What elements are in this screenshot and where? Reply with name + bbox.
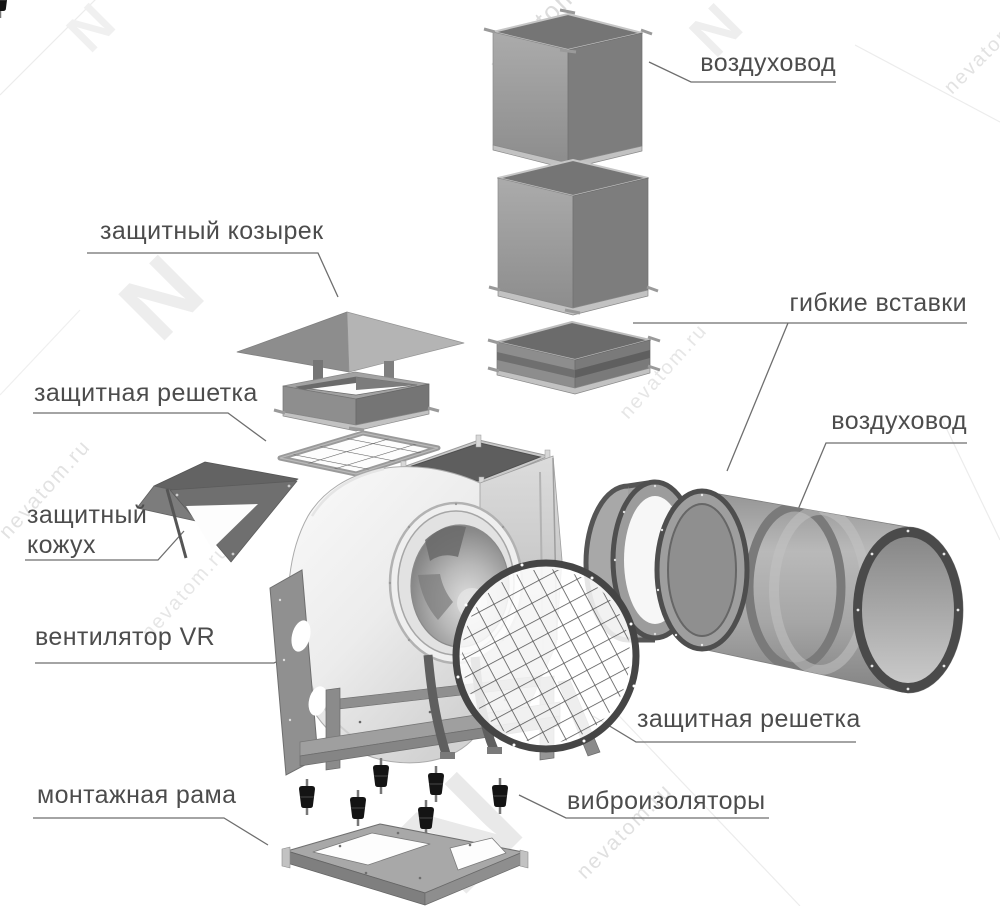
protective-casing	[136, 461, 299, 563]
label-isolators-text: виброизоляторы	[567, 787, 766, 815]
protective-visor	[236, 311, 465, 432]
label-visor-text: защитный козырек	[100, 217, 324, 245]
label-visor: защитный козырек	[100, 216, 323, 246]
fan-pedestal	[269, 569, 342, 776]
label-casing: защитный кожух	[27, 500, 147, 560]
leader-mounting-frame	[33, 817, 269, 846]
label-isolators: виброизоляторы	[567, 786, 766, 816]
label-duct-top: воздуховод	[694, 48, 836, 78]
leader-lines	[25, 61, 967, 846]
label-fan: вентилятор VR	[35, 622, 215, 652]
round-grille	[452, 559, 640, 753]
vibration-isolators	[0, 0, 510, 838]
watermark-logo: N	[55, 0, 127, 63]
leader-isolators	[518, 794, 769, 819]
leader-flat-grille	[33, 412, 267, 442]
round-duct	[654, 488, 964, 694]
leader-flexible-inserts-branch	[726, 322, 789, 472]
label-mounting-frame-text: монтажная рама	[37, 781, 237, 809]
label-casing-line2: кожух	[27, 531, 96, 559]
mounting-frame	[281, 823, 529, 906]
label-flexible-inserts-text: гибкие вставки	[789, 289, 967, 317]
label-round-duct: воздуховод	[831, 406, 967, 436]
label-mounting-frame: монтажная рама	[37, 780, 236, 810]
label-flexible-inserts: гибкие вставки	[789, 288, 967, 318]
label-flat-grille-text: защитная решетка	[34, 379, 258, 407]
leader-visor	[87, 252, 339, 298]
watermark-text: nevatom.ru	[940, 0, 1000, 99]
label-casing-line1: защитный	[27, 501, 148, 529]
leader-duct-top	[648, 61, 836, 83]
label-duct-top-text: воздуховод	[700, 49, 836, 77]
label-round-duct-text: воздуховод	[831, 407, 967, 435]
flat-grille	[277, 430, 441, 477]
label-round-grille: защитная решетка	[637, 704, 861, 734]
duct-section-middle	[488, 159, 659, 316]
label-round-grille-text: защитная решетка	[637, 705, 861, 733]
watermark-logo: N	[100, 236, 223, 359]
leader-round-duct	[796, 442, 967, 513]
label-flat-grille: защитная решетка	[34, 378, 258, 408]
leader-casing	[25, 530, 185, 561]
label-fan-text: вентилятор VR	[35, 623, 216, 651]
flexible-insert-rect	[487, 321, 661, 395]
duct-section-top	[483, 8, 653, 170]
